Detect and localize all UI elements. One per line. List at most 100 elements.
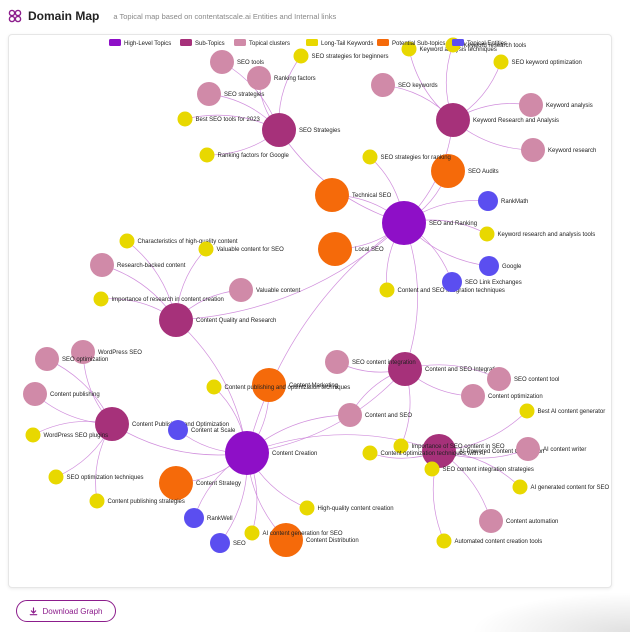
node-seo-link-exchanges[interactable]: SEO Link Exchanges xyxy=(442,272,522,292)
node-circle[interactable] xyxy=(519,93,543,117)
node-circle[interactable] xyxy=(318,232,352,266)
node-circle[interactable] xyxy=(479,509,503,533)
node-circle[interactable] xyxy=(197,82,221,106)
node-content-and-seo-integration[interactable]: Content and SEO Integration xyxy=(388,352,502,386)
node-circle[interactable] xyxy=(71,340,95,364)
node-circle[interactable] xyxy=(299,500,315,516)
node-circle[interactable] xyxy=(35,347,59,371)
node-seo-optimization[interactable]: SEO optimization xyxy=(35,347,108,371)
node-seo-tools[interactable]: SEO tools xyxy=(210,50,264,74)
node-circle[interactable] xyxy=(379,282,395,298)
node-content-publishing-and-optimization[interactable]: Content Publishing and Optimization xyxy=(95,407,229,441)
node-characteristics-of-high-quality-content[interactable]: Characteristics of high-quality content xyxy=(119,233,238,249)
node-wordpress-seo[interactable]: WordPress SEO xyxy=(71,340,142,364)
node-circle[interactable] xyxy=(325,350,349,374)
node-circle[interactable] xyxy=(479,226,495,242)
node-content-quality-and-research[interactable]: Content Quality and Research xyxy=(159,303,276,337)
node-circle[interactable] xyxy=(198,241,214,257)
node-circle[interactable] xyxy=(436,533,452,549)
node-circle[interactable] xyxy=(424,461,440,477)
node-ranking-factors-for-google[interactable]: Ranking factors for Google xyxy=(199,147,290,163)
node-circle[interactable] xyxy=(338,403,362,427)
node-content-creation[interactable]: Content Creation xyxy=(225,431,317,475)
node-circle[interactable] xyxy=(436,103,470,137)
node-circle[interactable] xyxy=(199,147,215,163)
node-circle[interactable] xyxy=(206,379,222,395)
node-content-at-scale[interactable]: Content at Scale xyxy=(168,420,236,440)
node-content-optimization[interactable]: Content optimization xyxy=(461,384,543,408)
node-circle[interactable] xyxy=(519,403,535,419)
node-keyword-research-and-analysis[interactable]: Keyword Research and Analysis xyxy=(436,103,559,137)
node-seo-and-ranking[interactable]: SEO and Ranking xyxy=(382,201,477,245)
node-circle[interactable] xyxy=(210,533,230,553)
legend-item-sub-topics[interactable]: Sub-Topics xyxy=(180,39,225,47)
node-circle[interactable] xyxy=(229,278,253,302)
node-seo-audits[interactable]: SEO Audits xyxy=(431,154,499,188)
node-circle[interactable] xyxy=(479,256,499,276)
node-seo-keyword-optimization[interactable]: SEO keyword optimization xyxy=(493,54,582,70)
node-research-backed-content[interactable]: Research-backed content xyxy=(90,253,186,277)
node-automated-content-creation-tools[interactable]: Automated content creation tools xyxy=(436,533,543,549)
node-ai-powered-content-generation[interactable]: AI-Powered Content Generation xyxy=(422,434,544,468)
node-google[interactable]: Google xyxy=(479,256,522,276)
node-circle[interactable] xyxy=(262,113,296,147)
download-graph-button[interactable]: Download Graph xyxy=(16,600,116,622)
legend[interactable]: High-Level Topics Sub-Topics Topical clust… xyxy=(109,39,507,47)
legend-item-topical-entities[interactable]: Topical Entities xyxy=(452,39,507,47)
legend-item-potential-sub-topics[interactable]: Potential Sub-topics xyxy=(377,39,445,47)
node-circle[interactable] xyxy=(159,303,193,337)
node-circle[interactable] xyxy=(478,191,498,211)
node-circle[interactable] xyxy=(362,149,378,165)
node-keyword-research[interactable]: Keyword research xyxy=(521,138,596,162)
node-circle[interactable] xyxy=(521,138,545,162)
node-circle[interactable] xyxy=(516,437,540,461)
node-circle[interactable] xyxy=(159,466,193,500)
node-seo-strategies[interactable]: SEO Strategies xyxy=(262,113,340,147)
node-circle[interactable] xyxy=(95,407,129,441)
node-circle[interactable] xyxy=(512,479,528,495)
node-ai-content-writer[interactable]: AI content writer xyxy=(516,437,586,461)
node-circle[interactable] xyxy=(362,445,378,461)
node-content-and-seo[interactable]: Content and SEO xyxy=(338,403,412,427)
node-circle[interactable] xyxy=(184,508,204,528)
node-seo-optimization-techniques[interactable]: SEO optimization techniques xyxy=(48,469,144,485)
node-local-seo[interactable]: Local SEO xyxy=(318,232,384,266)
node-content-marketing[interactable]: Content Marketing xyxy=(252,368,338,402)
node-circle[interactable] xyxy=(177,111,193,127)
node-ranking-factors[interactable]: Ranking factors xyxy=(247,66,316,90)
legend-item-long-tail-keywords[interactable]: Long-Tail Keywords xyxy=(306,39,373,47)
node-importance-of-research-in-content-creation[interactable]: Importance of research in content creati… xyxy=(93,291,224,307)
node-keyword-research-and-analysis-tools[interactable]: Keyword research and analysis tools xyxy=(479,226,596,242)
node-circle[interactable] xyxy=(252,368,286,402)
node-circle[interactable] xyxy=(382,201,426,245)
node-content-distribution[interactable]: Content Distribution xyxy=(269,523,359,557)
node-circle[interactable] xyxy=(225,431,269,475)
node-seo-strategies-for-ranking[interactable]: SEO strategies for ranking xyxy=(362,149,451,165)
node-seo-content-integration[interactable]: SEO content integration xyxy=(325,350,416,374)
node-circle[interactable] xyxy=(371,73,395,97)
node-circle[interactable] xyxy=(244,525,260,541)
node-best-seo-tools-for-2023[interactable]: Best SEO tools for 2023 xyxy=(177,111,261,127)
node-circle[interactable] xyxy=(461,384,485,408)
node-keyword-analysis[interactable]: Keyword analysis xyxy=(519,93,593,117)
node-circle[interactable] xyxy=(23,382,47,406)
node-wordpress-seo-plugins[interactable]: WordPress SEO plugins xyxy=(25,427,109,443)
node-high-quality-content-creation[interactable]: High-quality content creation xyxy=(299,500,394,516)
node-ai-content-generation-for-seo[interactable]: AI content generation for SEO xyxy=(244,525,343,541)
legend-item-topical-clusters[interactable]: Topical clusters xyxy=(234,39,290,47)
node-circle[interactable] xyxy=(168,420,188,440)
node-circle[interactable] xyxy=(401,41,417,57)
node-content-publishing-strategies[interactable]: Content publishing strategies xyxy=(89,493,185,509)
node-circle[interactable] xyxy=(89,493,105,509)
legend-item-high-level-topics[interactable]: High-Level Topics xyxy=(109,39,171,47)
node-circle[interactable] xyxy=(487,367,511,391)
node-content-strategy[interactable]: Content Strategy xyxy=(159,466,241,500)
node-seo-content-integration-strategies[interactable]: SEO content integration strategies xyxy=(424,461,534,477)
node-circle[interactable] xyxy=(422,434,456,468)
node-seo-strategies-for-beginners[interactable]: SEO strategies for beginners xyxy=(293,48,389,64)
node-valuable-content-for-seo[interactable]: Valuable content for SEO xyxy=(198,241,285,257)
node-seo-content-tool[interactable]: SEO content tool xyxy=(487,367,559,391)
node-content-publishing[interactable]: Content publishing xyxy=(23,382,100,406)
